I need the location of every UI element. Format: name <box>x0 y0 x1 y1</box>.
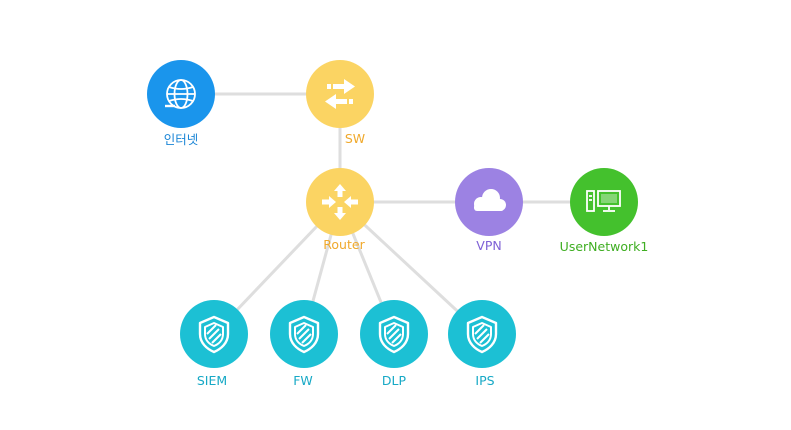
node-dlp[interactable]: DLP <box>360 300 428 388</box>
switch-arrows-icon <box>325 79 355 109</box>
router-label: Router <box>323 237 365 252</box>
node-ips[interactable]: IPS <box>448 300 516 388</box>
node-vpn[interactable]: VPN <box>455 168 523 253</box>
computer-icon <box>586 190 621 212</box>
fw-label: FW <box>293 373 313 388</box>
node-user-network[interactable]: UserNetwork1 <box>560 168 649 254</box>
ips-label: IPS <box>475 373 494 388</box>
dlp-label: DLP <box>382 373 407 388</box>
user-network-label: UserNetwork1 <box>560 239 649 254</box>
node-router[interactable]: Router <box>306 168 374 252</box>
user-network-circle <box>570 168 638 236</box>
edges <box>181 92 604 336</box>
internet-label: 인터넷 <box>164 132 199 147</box>
node-fw[interactable]: FW <box>270 300 338 388</box>
globe-icon <box>165 79 196 109</box>
switch-label: SW <box>345 131 365 146</box>
shield-icon <box>378 315 410 354</box>
router-arrows-icon <box>322 184 358 220</box>
cloud-icon <box>474 189 506 211</box>
node-siem[interactable]: SIEM <box>180 300 248 388</box>
shield-icon <box>466 315 498 354</box>
shield-icon <box>198 315 230 354</box>
router-circle <box>306 168 374 236</box>
node-switch[interactable]: SW <box>306 60 374 146</box>
switch-circle <box>306 60 374 128</box>
node-internet[interactable]: 인터넷 <box>147 60 215 147</box>
vpn-label: VPN <box>476 238 501 253</box>
shield-icon <box>288 315 320 354</box>
siem-label: SIEM <box>197 373 227 388</box>
